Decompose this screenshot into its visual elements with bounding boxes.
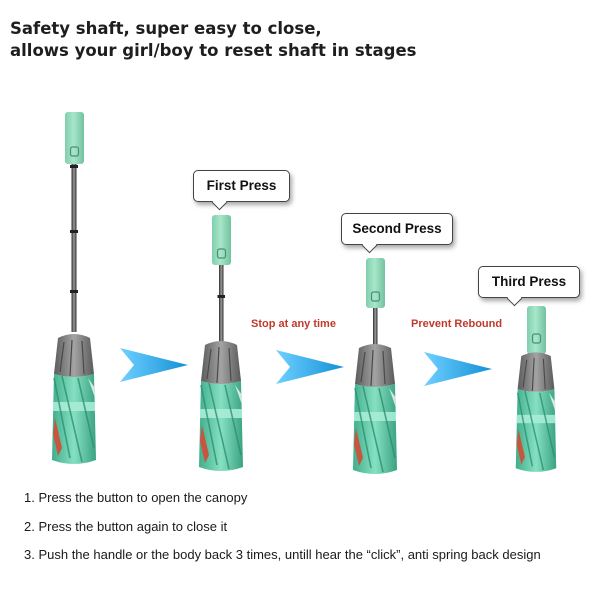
- prevent-rebound-label: Prevent Rebound: [411, 318, 503, 330]
- umbrella-third-press: [515, 306, 557, 473]
- arrow-right-icon: [120, 348, 188, 382]
- third-press-bubble: Third Press: [478, 266, 580, 307]
- shaft-extended: [71, 160, 77, 332]
- headline-line-2: allows your girl/boy to reset shaft in s…: [10, 41, 417, 60]
- instruction-step-1: 1. Press the button to open the canopy: [24, 490, 248, 505]
- second-press-label: Second Press: [352, 221, 442, 236]
- instruction-step-2: 2. Press the button again to close it: [24, 518, 228, 534]
- first-press-label: First Press: [206, 178, 277, 193]
- instruction-step-3: 3. Push the handle or the body back 3 ti…: [24, 547, 541, 562]
- release-button-icon[interactable]: [69, 146, 80, 157]
- release-button-icon-2: [216, 248, 227, 259]
- stop-any-time-label: Stop at any time: [251, 318, 336, 330]
- umbrella-first-press: [198, 215, 244, 472]
- first-press-bubble: First Press: [193, 170, 290, 211]
- second-press-bubble: Second Press: [341, 213, 453, 254]
- handle-1: [65, 112, 84, 164]
- arrow-right-icon-3: [424, 352, 492, 386]
- release-button-icon-3: [370, 291, 381, 302]
- third-press-label: Third Press: [491, 274, 567, 289]
- instruction-list: 1. Press the button to open the canopy 2…: [24, 488, 541, 574]
- headline-line-1: Safety shaft, super easy to close,: [10, 19, 322, 38]
- umbrella-extended: [51, 112, 97, 465]
- release-button-icon-4: [531, 333, 542, 344]
- headline: Safety shaft, super easy to close, allow…: [10, 18, 417, 62]
- umbrella-second-press: [352, 258, 398, 475]
- arrow-right-icon-2: [276, 350, 344, 384]
